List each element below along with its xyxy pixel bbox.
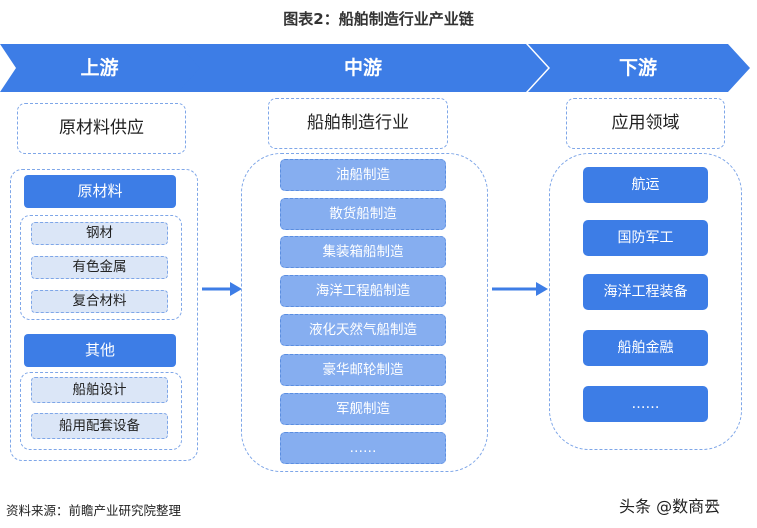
- watermark-brand: 头条 @数商云: [619, 497, 721, 516]
- watermark-brand-sub: PP: [706, 500, 719, 511]
- list-item: 有色金属: [31, 256, 168, 279]
- list-item: 海洋工程装备: [583, 274, 708, 310]
- stage-banner-downstream: 下游: [528, 44, 752, 92]
- list-item: 豪华邮轮制造: [280, 354, 446, 386]
- list-item: 油船制造: [280, 159, 446, 191]
- stage-label-downstream: 下游: [618, 57, 657, 79]
- source-note: 资料来源：前瞻产业研究院整理: [6, 503, 182, 518]
- list-item: 散货船制造: [280, 198, 446, 230]
- upstream-group1-title: 原材料: [24, 175, 176, 208]
- banner-arrow-shape: [528, 44, 750, 92]
- list-item: 集装箱船制造: [280, 236, 446, 268]
- banner-arrow-shape: [178, 44, 548, 92]
- list-item: 复合材料: [31, 290, 168, 313]
- midstream-header: 船舶制造行业: [268, 98, 448, 149]
- upstream-group2-title: 其他: [24, 334, 176, 367]
- flow-arrow-icon: [202, 282, 242, 296]
- upstream-header: 原材料供应: [17, 103, 186, 154]
- list-item: 船用配套设备: [31, 413, 168, 439]
- list-item: 船舶设计: [31, 377, 168, 403]
- list-item: 军舰制造: [280, 393, 446, 425]
- figure-title: 图表2：船舶制造行业产业链: [283, 10, 474, 28]
- stage-label-midstream: 中游: [343, 57, 382, 79]
- list-item: 航运: [583, 167, 708, 203]
- list-item: 液化天然气船制造: [280, 314, 446, 346]
- list-item: 海洋工程船制造: [280, 275, 446, 307]
- stage-label-upstream: 上游: [80, 57, 119, 79]
- stage-banner-midstream: 中游: [178, 44, 548, 92]
- list-item: 船舶金融: [583, 330, 708, 366]
- list-item: 国防军工: [583, 220, 708, 256]
- downstream-header: 应用领域: [566, 98, 725, 149]
- stage-banner-upstream: 上游: [0, 44, 207, 92]
- list-item: ……: [583, 386, 708, 422]
- banner-arrow-shape: [0, 44, 207, 92]
- list-item: 钢材: [31, 222, 168, 245]
- list-item: ……: [280, 432, 446, 464]
- flow-arrow-icon: [492, 282, 548, 296]
